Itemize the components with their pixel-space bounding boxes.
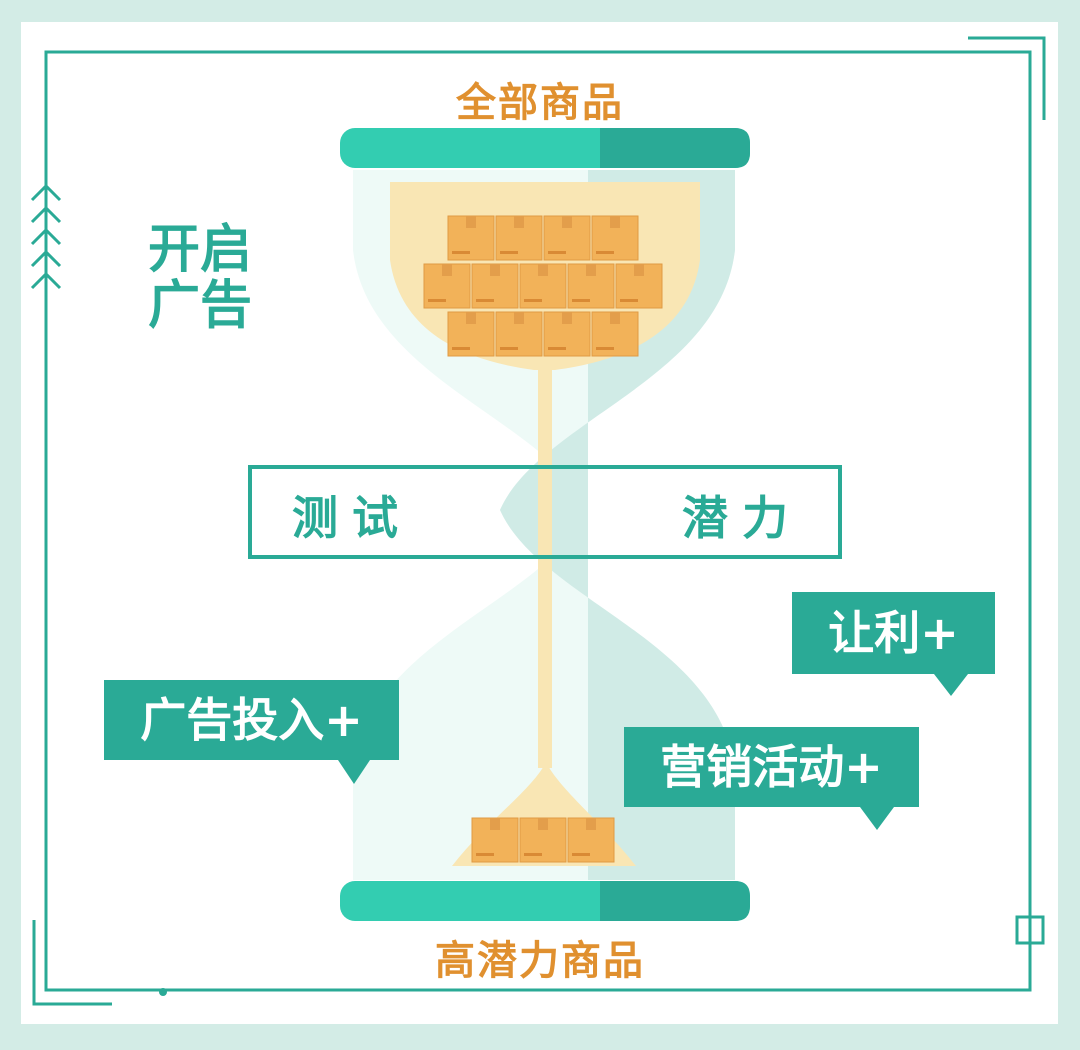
hourglass-cap-top (340, 128, 750, 168)
tag-ad-bg (104, 680, 399, 784)
product-box (543, 311, 591, 357)
product-box (471, 817, 519, 863)
product-box (567, 263, 615, 309)
test-potential-box (248, 465, 842, 559)
label-high-potential-products: 高潜力商品 (435, 938, 645, 984)
frame-dot (159, 988, 167, 996)
product-box (615, 263, 663, 309)
product-box (543, 215, 591, 261)
product-box (495, 311, 543, 357)
tag-profit-bg (792, 592, 995, 696)
frame-corner-bottom-left (32, 920, 112, 1006)
label-all-products: 全部商品 (456, 80, 624, 126)
square-icon (1015, 915, 1045, 945)
product-boxes-top (423, 215, 663, 357)
product-box (471, 263, 519, 309)
sand-stream (538, 368, 552, 768)
frame-border (44, 50, 1032, 992)
hourglass-cap-bottom (340, 881, 750, 921)
product-box (447, 215, 495, 261)
label-potential: 潜力 (682, 491, 802, 545)
tag-marketing-activity: 营销活动+ (660, 740, 883, 794)
tag-marketing-bg (624, 727, 919, 830)
label-test: 测试 (292, 491, 412, 545)
frame-corner-top-right (968, 36, 1046, 120)
product-boxes-bottom (471, 817, 615, 863)
chevron-up-icon (30, 183, 62, 290)
product-box (519, 263, 567, 309)
product-box (423, 263, 471, 309)
tag-profit-sharing: 让利+ (828, 606, 959, 660)
product-box (447, 311, 495, 357)
product-box (519, 817, 567, 863)
tag-ad-investment: 广告投入+ (140, 693, 363, 747)
label-start-ads: 开启广告 (148, 220, 253, 336)
product-box (567, 817, 615, 863)
product-box (495, 215, 543, 261)
product-box (591, 215, 639, 261)
product-box (591, 311, 639, 357)
frame-lines (30, 36, 1046, 1006)
